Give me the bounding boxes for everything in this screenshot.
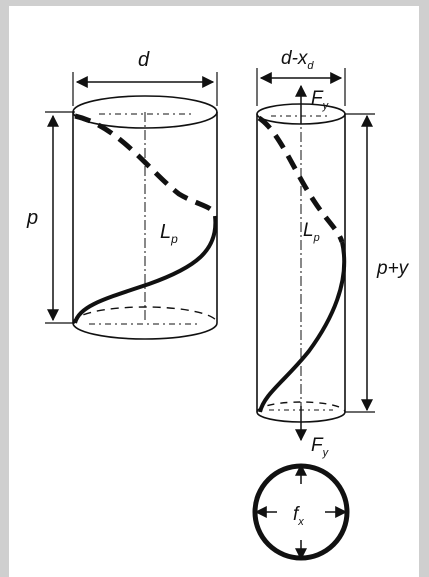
left-length-main: L [160, 221, 171, 243]
right-diameter-subscript: d [307, 60, 314, 72]
left-diameter-label: d [138, 49, 150, 71]
cross-section [252, 463, 350, 561]
cross-section-force-label: fx [293, 504, 304, 528]
left-bottom-ellipse-front [72, 322, 218, 340]
left-pitch-label: p [26, 207, 38, 229]
right-length-subscript: p [313, 232, 320, 244]
figure-panel: d p Lp d-xd Fy Lp p+y F [9, 6, 419, 577]
right-length-main: L [303, 220, 314, 241]
top-force-main: F [311, 88, 324, 109]
left-length-subscript: p [170, 232, 178, 246]
left-helix-front-solid [73, 215, 218, 324]
bottom-force-subscript: y [322, 447, 330, 459]
helix-diagram: d p Lp d-xd Fy Lp p+y F [26, 48, 410, 561]
left-helix-back-dashed [74, 113, 218, 217]
cross-section-force-subscript: x [297, 516, 304, 528]
right-pitch-label: p+y [376, 258, 410, 279]
bottom-force-main: F [311, 435, 324, 456]
top-force-label: Fy [311, 88, 330, 112]
cross-section-force-main: f [293, 504, 300, 525]
bottom-force-label: Fy [311, 435, 330, 459]
right-cylinder [256, 68, 375, 442]
left-length-label: Lp [160, 221, 178, 246]
left-cylinder [45, 72, 218, 340]
right-diameter-main: d-x [281, 48, 309, 69]
right-diameter-label: d-xd [281, 48, 314, 72]
right-helix-front-solid [258, 241, 347, 413]
top-force-subscript: y [322, 100, 330, 112]
right-length-label: Lp [303, 220, 320, 244]
